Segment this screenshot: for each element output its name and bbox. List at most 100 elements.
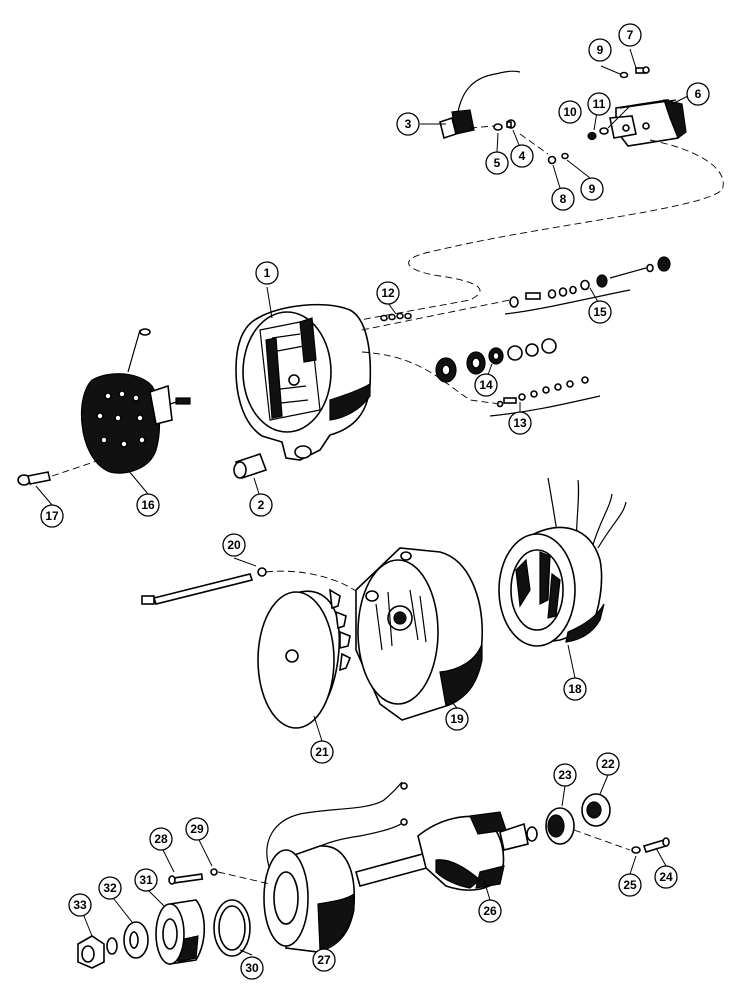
callout-8: 8 <box>551 187 575 211</box>
callout-21: 21 <box>310 740 334 764</box>
svg-text:26: 26 <box>483 904 497 918</box>
callout-9-top: 9 <box>588 38 612 62</box>
svg-text:31: 31 <box>139 873 153 887</box>
guide-line <box>469 125 495 129</box>
callout-33: 33 <box>68 893 92 917</box>
svg-text:23: 23 <box>558 768 572 782</box>
callout-10: 10 <box>558 100 582 124</box>
svg-text:21: 21 <box>315 745 329 759</box>
callout-24: 24 <box>654 865 678 889</box>
insulators-14 <box>435 338 557 383</box>
bushing <box>233 452 268 480</box>
washer-11 <box>599 127 609 135</box>
washer-25 <box>631 846 641 854</box>
svg-text:17: 17 <box>45 509 59 523</box>
bracket-13 <box>489 395 601 417</box>
drive-end-frame <box>355 547 483 721</box>
screw-8 <box>547 155 557 165</box>
through-bolt <box>141 567 267 605</box>
callout-14: 14 <box>474 373 498 397</box>
nut-33 <box>77 935 105 969</box>
svg-text:14: 14 <box>479 378 493 392</box>
callout-22: 22 <box>596 752 620 776</box>
callout-30: 30 <box>240 956 264 980</box>
callout-23: 23 <box>553 763 577 787</box>
svg-text:5: 5 <box>494 156 501 170</box>
rotor <box>355 811 538 891</box>
regulator <box>609 99 687 147</box>
svg-text:32: 32 <box>103 881 117 895</box>
rectifier <box>80 328 191 474</box>
screw-10 <box>587 131 597 141</box>
svg-text:2: 2 <box>258 498 265 512</box>
screw-4 <box>506 119 516 129</box>
svg-text:16: 16 <box>141 498 155 512</box>
washer-9-bottom <box>561 152 569 160</box>
svg-text:11: 11 <box>593 97 606 111</box>
callout-11: 11 <box>587 92 611 116</box>
svg-text:28: 28 <box>154 832 168 846</box>
svg-text:33: 33 <box>73 898 87 912</box>
harness-path <box>359 139 724 321</box>
svg-text:19: 19 <box>450 712 464 726</box>
callout-6: 6 <box>686 82 710 106</box>
callout-15: 15 <box>588 300 612 324</box>
callout-17: 17 <box>40 504 64 528</box>
svg-text:27: 27 <box>317 953 331 967</box>
svg-text:1: 1 <box>264 266 271 280</box>
bearing-31 <box>155 899 206 965</box>
svg-text:30: 30 <box>245 961 259 975</box>
svg-text:3: 3 <box>405 117 412 131</box>
svg-text:22: 22 <box>601 757 615 771</box>
screw-28 <box>168 873 204 885</box>
bearing-22 <box>581 793 611 827</box>
svg-text:7: 7 <box>627 28 634 42</box>
callout-1: 1 <box>255 261 279 285</box>
svg-text:9: 9 <box>589 182 596 196</box>
callout-31: 31 <box>134 868 158 892</box>
svg-text:6: 6 <box>695 87 702 101</box>
brush-holder <box>263 781 408 953</box>
callout-19: 19 <box>445 707 469 731</box>
retainer-23 <box>545 807 575 845</box>
svg-text:9: 9 <box>597 43 604 57</box>
svg-text:15: 15 <box>593 305 607 319</box>
fan <box>257 588 352 729</box>
screw-7 <box>635 66 650 74</box>
svg-text:25: 25 <box>623 878 637 892</box>
callout-27: 27 <box>312 948 336 972</box>
callout-9-bottom: 9 <box>580 177 604 201</box>
callout-20: 20 <box>222 533 246 557</box>
guide-line <box>361 351 501 405</box>
callout-18: 18 <box>563 677 587 701</box>
hardware-13 <box>496 376 589 408</box>
bolt-17 <box>17 471 51 486</box>
svg-text:13: 13 <box>513 416 527 430</box>
washer-small-32 <box>106 937 118 955</box>
stator <box>498 477 627 647</box>
svg-text:10: 10 <box>563 105 577 119</box>
guide-line <box>51 459 101 477</box>
guide-line <box>573 829 631 851</box>
callout-16: 16 <box>136 493 160 517</box>
washer-5 <box>493 123 503 131</box>
callout-2: 2 <box>249 493 273 517</box>
callout-29: 29 <box>185 817 209 841</box>
callout-26: 26 <box>478 899 502 923</box>
callout-7: 7 <box>618 23 642 47</box>
svg-text:8: 8 <box>560 192 567 206</box>
callout-13: 13 <box>508 411 532 435</box>
hardware-12 <box>380 312 412 322</box>
callout-28: 28 <box>149 827 173 851</box>
guide-line <box>217 871 271 885</box>
bracket-15 <box>504 289 631 315</box>
capacitor <box>439 70 521 140</box>
callout-4: 4 <box>510 144 534 168</box>
terminal-stud-kit <box>509 256 671 308</box>
svg-text:20: 20 <box>227 538 241 552</box>
svg-text:4: 4 <box>519 149 526 163</box>
svg-text:12: 12 <box>381 286 395 300</box>
svg-text:18: 18 <box>568 682 582 696</box>
guide-line <box>519 133 549 155</box>
